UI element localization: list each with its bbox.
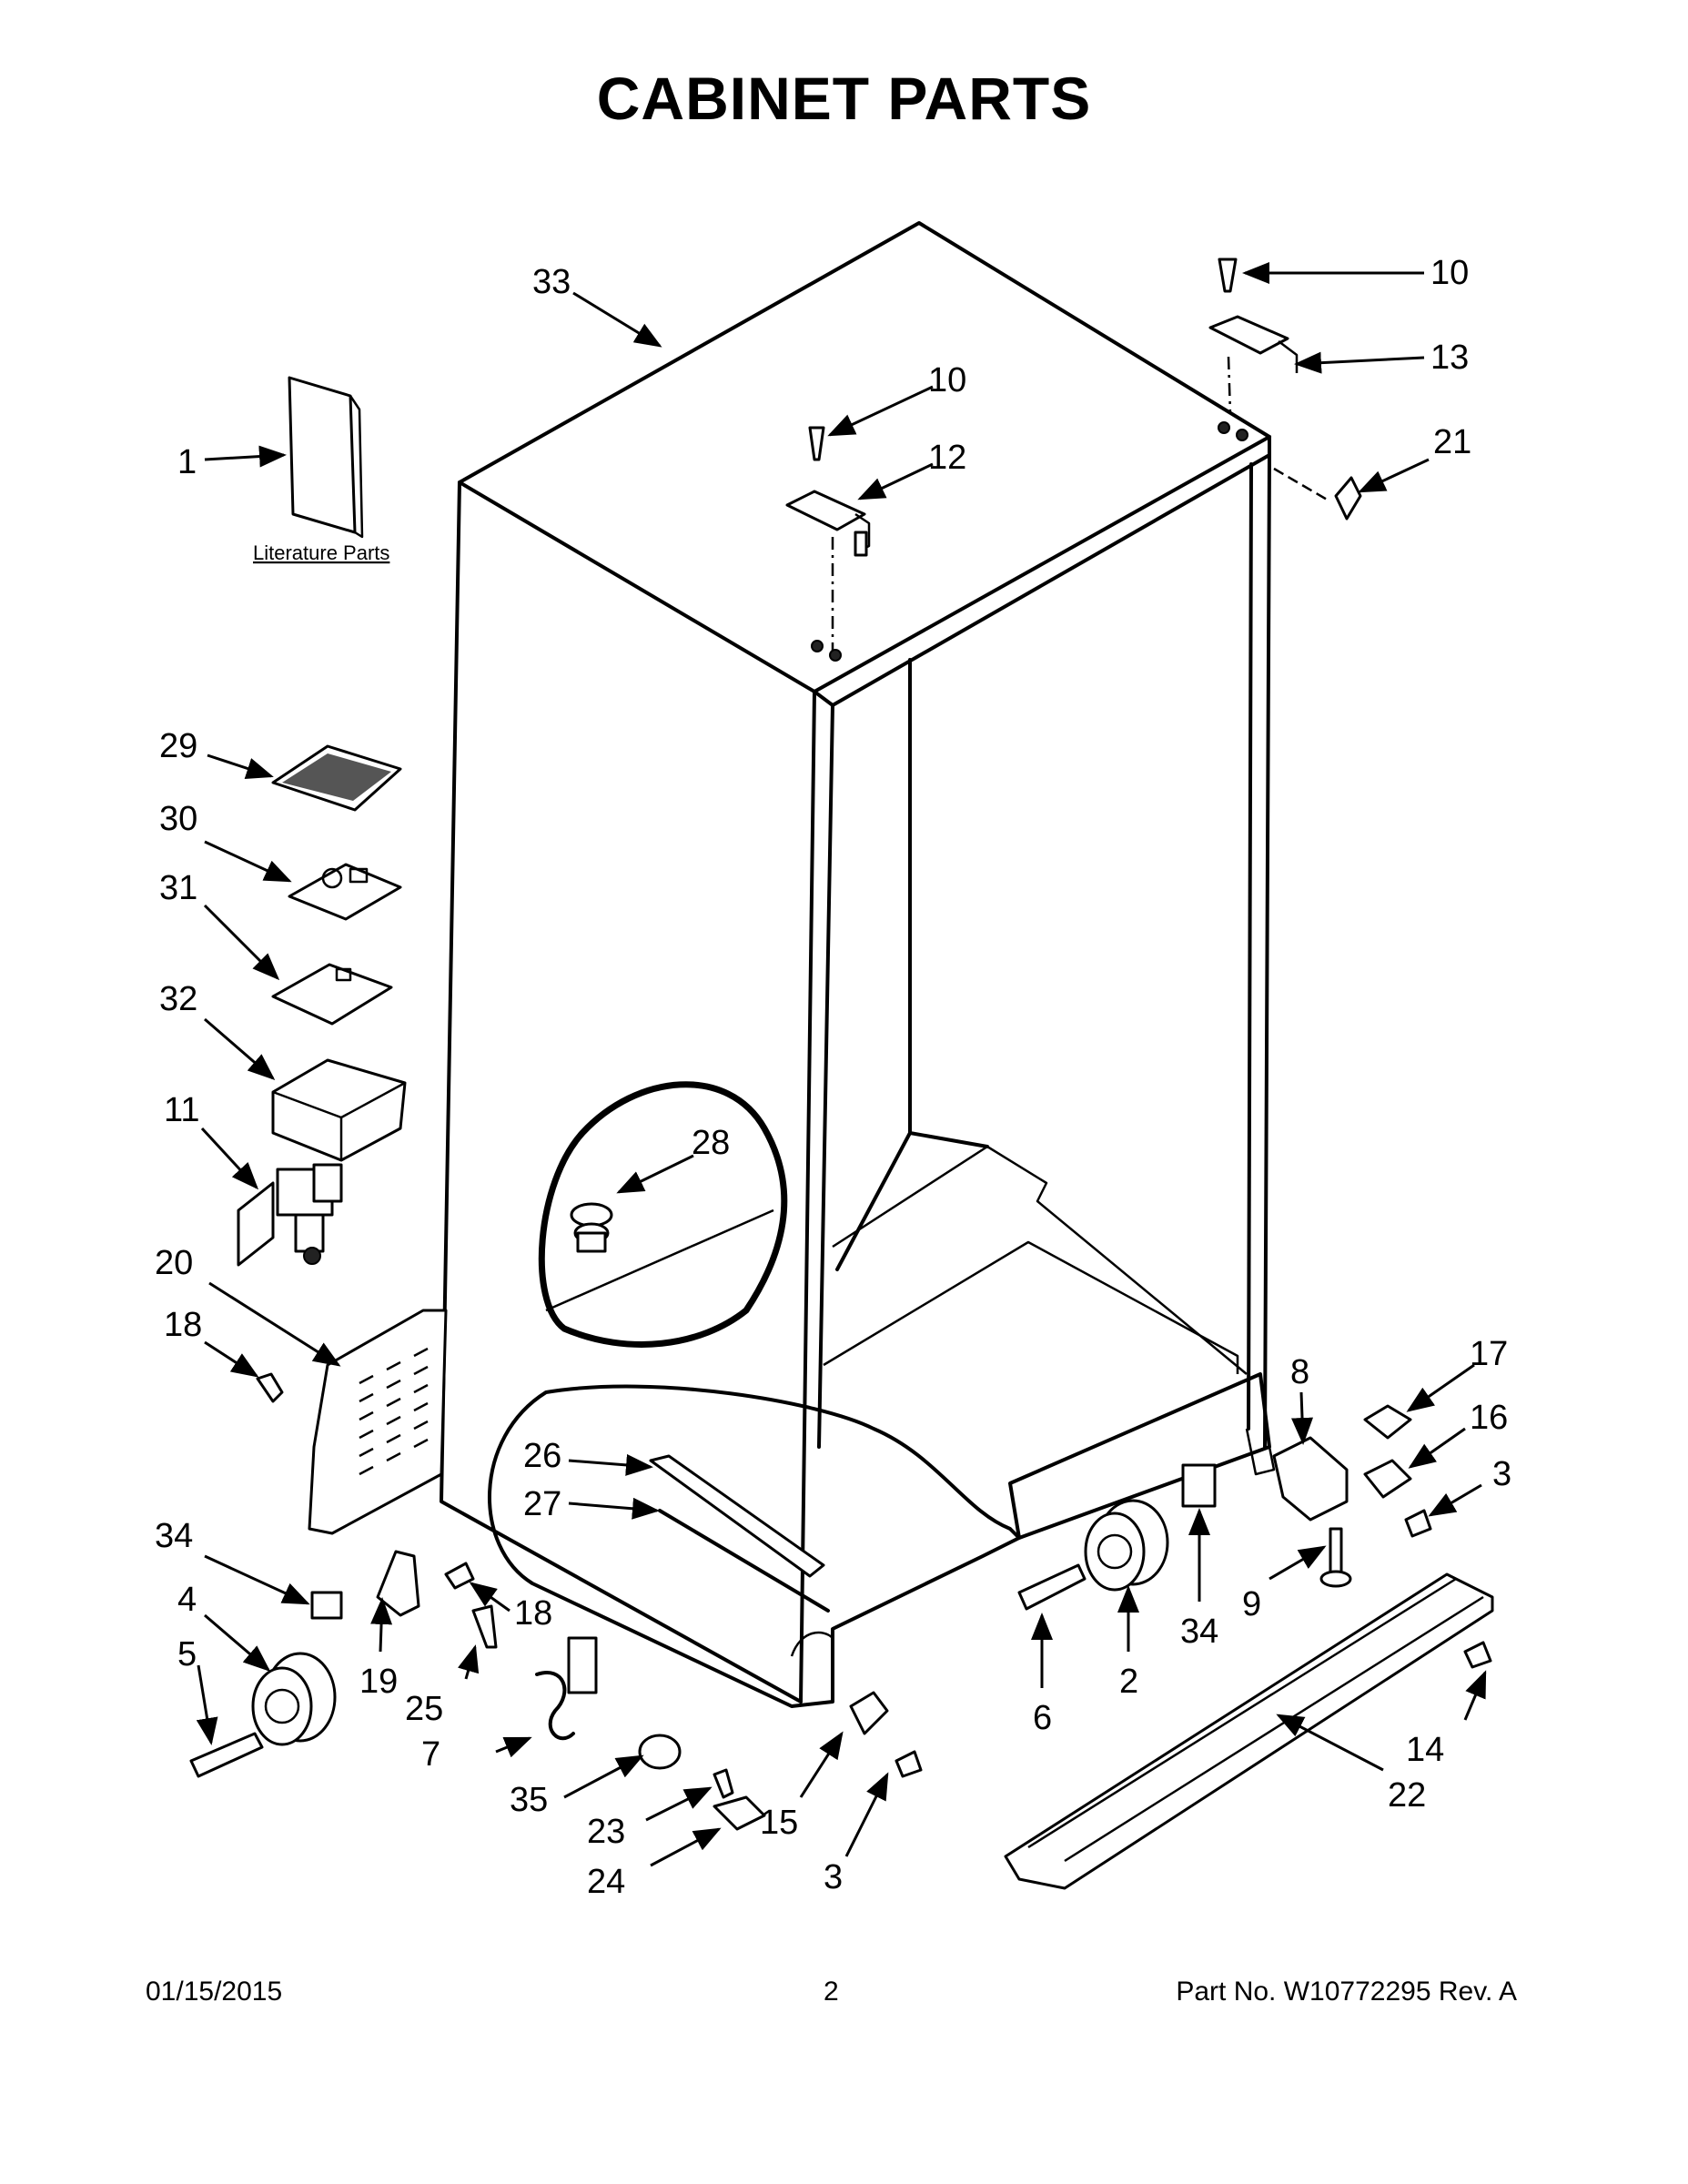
callout-12: 12 bbox=[928, 439, 966, 477]
callout-14: 14 bbox=[1406, 1731, 1444, 1769]
bracket-16 bbox=[1363, 1459, 1412, 1499]
bottom-cutaway bbox=[488, 1384, 1021, 1708]
part-21-clip bbox=[1334, 476, 1362, 521]
callout-7: 7 bbox=[421, 1735, 440, 1774]
callout-35: 35 bbox=[510, 1781, 548, 1819]
leveling-plate-24 bbox=[713, 1795, 766, 1831]
footer-page-number: 2 bbox=[824, 1977, 839, 2007]
screw-23 bbox=[713, 1768, 734, 1799]
callout-20: 20 bbox=[155, 1244, 193, 1282]
callout-18-center: 18 bbox=[514, 1594, 552, 1633]
screw-25 bbox=[471, 1604, 498, 1649]
control-box-base bbox=[271, 1058, 407, 1162]
callout-26: 26 bbox=[523, 1437, 561, 1475]
callout-24: 24 bbox=[587, 1863, 625, 1901]
power-board bbox=[288, 863, 402, 921]
callout-15: 15 bbox=[760, 1804, 798, 1842]
callout-8: 8 bbox=[1290, 1353, 1309, 1391]
callout-3-bottom: 3 bbox=[824, 1858, 843, 1896]
callout-16: 16 bbox=[1470, 1399, 1508, 1437]
callout-31: 31 bbox=[159, 869, 197, 907]
water-valve bbox=[237, 1163, 343, 1267]
callout-6: 6 bbox=[1033, 1699, 1052, 1737]
callout-18-left: 18 bbox=[164, 1306, 202, 1344]
bracket-19 bbox=[376, 1550, 420, 1617]
callout-9: 9 bbox=[1242, 1585, 1261, 1623]
callout-27: 27 bbox=[523, 1485, 561, 1523]
callout-3-right: 3 bbox=[1492, 1455, 1511, 1493]
screw-18-left bbox=[256, 1372, 284, 1403]
screw-18-center bbox=[444, 1562, 475, 1590]
axle-5 bbox=[189, 1732, 264, 1778]
base-grille-22 bbox=[1004, 1572, 1494, 1890]
callout-33: 33 bbox=[532, 263, 571, 301]
callout-13: 13 bbox=[1430, 339, 1469, 377]
callout-25: 25 bbox=[405, 1690, 443, 1728]
callout-1: 1 bbox=[177, 443, 197, 481]
callout-5: 5 bbox=[177, 1635, 197, 1673]
callout-23: 23 bbox=[587, 1813, 625, 1851]
footer-date: 01/15/2015 bbox=[146, 1977, 283, 2007]
literature-booklet bbox=[288, 376, 364, 539]
plug-35 bbox=[638, 1734, 682, 1770]
callout-34-right: 34 bbox=[1180, 1613, 1218, 1651]
control-board bbox=[271, 963, 393, 1026]
bracket-15 bbox=[849, 1691, 889, 1735]
callout-28: 28 bbox=[692, 1124, 730, 1162]
callout-2: 2 bbox=[1119, 1663, 1138, 1701]
screw-3-bottom bbox=[895, 1750, 923, 1778]
callout-labels: 1 Literature Parts 33 10 13 21 10 12 29 … bbox=[155, 254, 1511, 1901]
cam-17 bbox=[1363, 1404, 1412, 1440]
callout-29: 29 bbox=[159, 727, 197, 765]
pad-34-left bbox=[310, 1591, 343, 1620]
pad-34-right bbox=[1181, 1463, 1217, 1508]
leader-lines bbox=[196, 262, 1487, 1867]
axle-6 bbox=[1017, 1563, 1087, 1611]
cabinet-shell bbox=[440, 221, 1276, 1704]
callout-21: 21 bbox=[1433, 423, 1471, 461]
drain-tube bbox=[535, 1636, 598, 1741]
literature-parts-link[interactable]: Literature Parts bbox=[253, 541, 389, 564]
callout-19: 19 bbox=[359, 1663, 398, 1701]
bracket-8 bbox=[1272, 1436, 1349, 1522]
control-box-cover bbox=[271, 744, 402, 812]
side-cutaway bbox=[538, 1081, 788, 1348]
screw-14 bbox=[1463, 1641, 1492, 1669]
callout-22: 22 bbox=[1388, 1776, 1426, 1815]
roller-left bbox=[251, 1652, 337, 1746]
hinge-right bbox=[1208, 258, 1299, 441]
leveler-9 bbox=[1319, 1527, 1352, 1588]
callout-10-center: 10 bbox=[928, 361, 966, 399]
tube-27 bbox=[658, 1509, 830, 1613]
callout-32: 32 bbox=[159, 980, 197, 1018]
grille-panel bbox=[308, 1309, 448, 1535]
callout-4: 4 bbox=[177, 1581, 197, 1619]
hinge-center bbox=[785, 426, 871, 662]
callout-34-left: 34 bbox=[155, 1517, 193, 1555]
footer-part-number: Part No. W10772295 Rev. A bbox=[1176, 1977, 1517, 2007]
page-title: CABINET PARTS bbox=[596, 65, 1092, 132]
callout-17: 17 bbox=[1470, 1335, 1508, 1373]
screw-3-right bbox=[1404, 1509, 1432, 1538]
roller-right bbox=[1084, 1499, 1169, 1592]
callout-10-right: 10 bbox=[1430, 254, 1469, 292]
tube-26 bbox=[649, 1454, 825, 1578]
callout-30: 30 bbox=[159, 800, 197, 838]
callout-11: 11 bbox=[164, 1091, 199, 1129]
